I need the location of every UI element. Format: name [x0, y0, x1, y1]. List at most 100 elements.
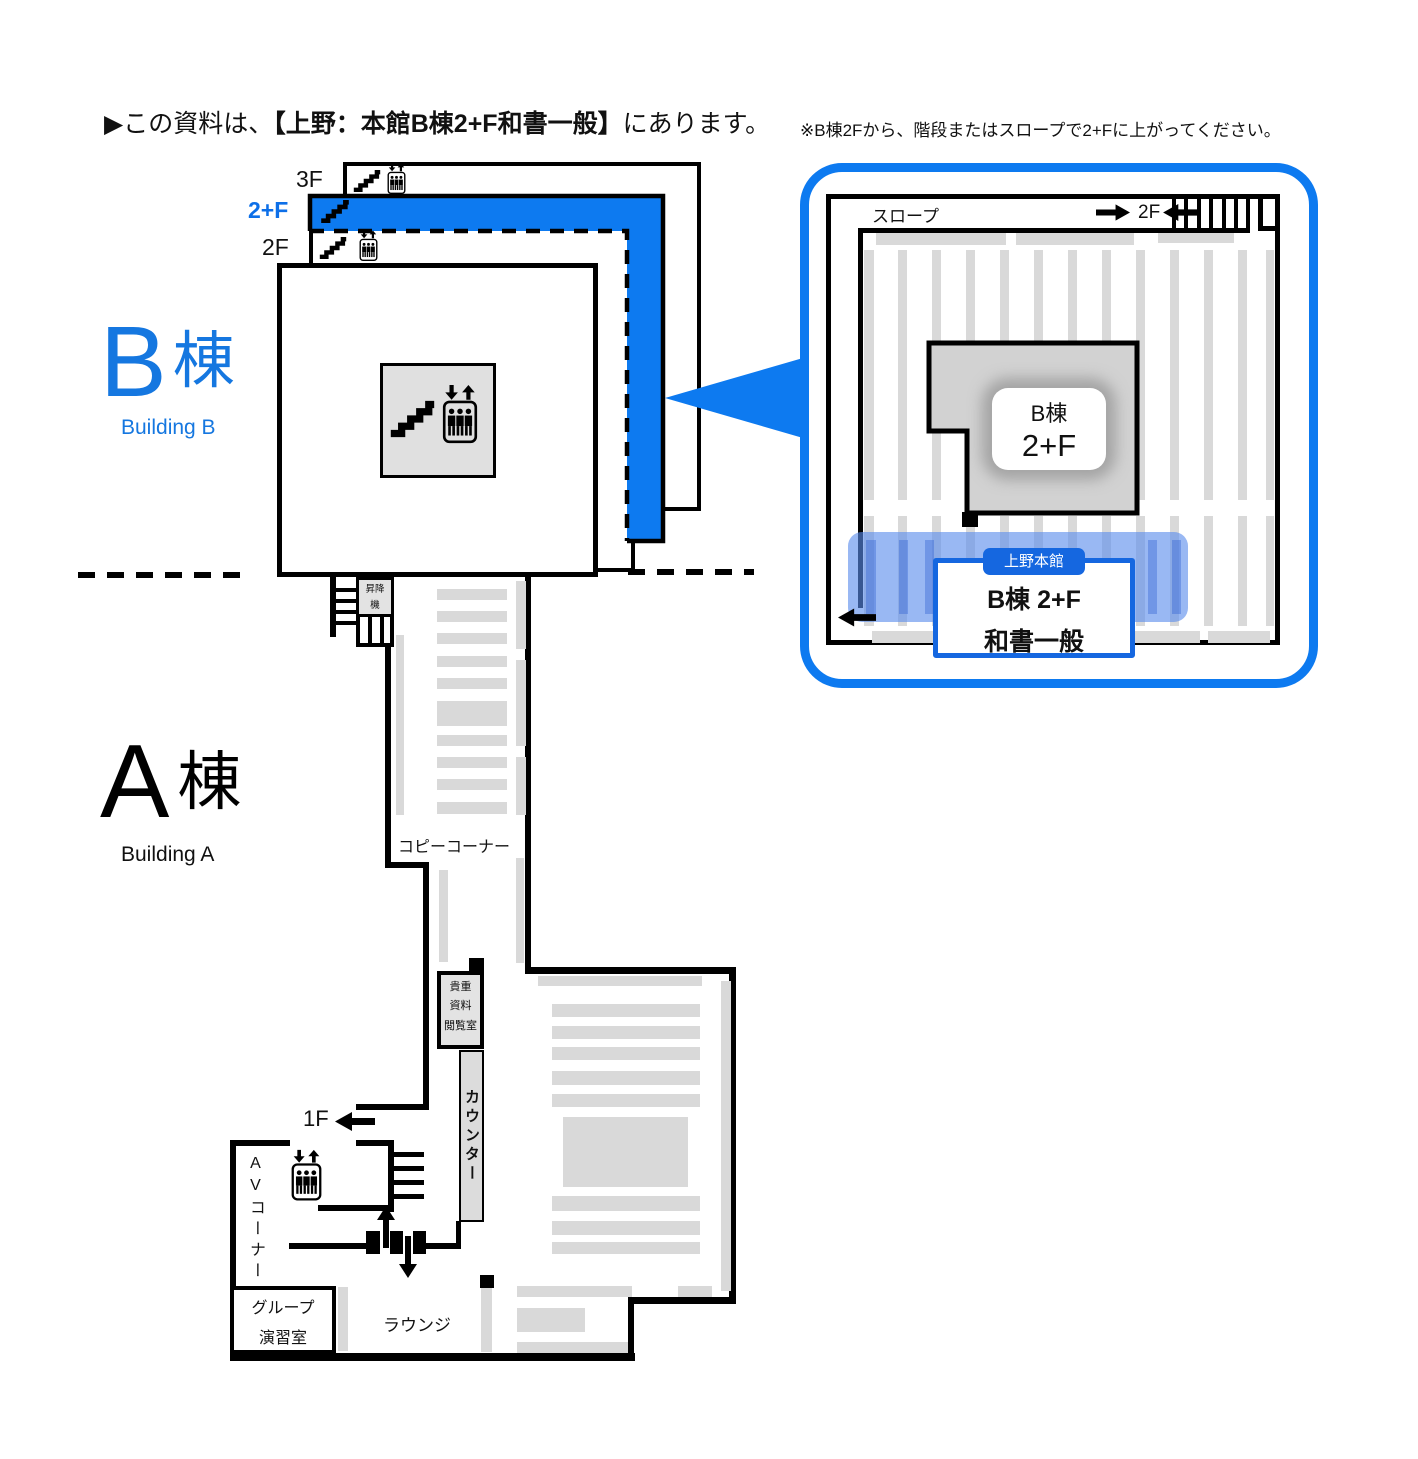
highlight-shelf	[899, 540, 908, 614]
bookshelf-bar	[517, 1342, 628, 1353]
elevator-icon	[291, 1149, 322, 1201]
highlight-shelf	[1148, 540, 1157, 614]
wall	[385, 862, 429, 868]
gate-post	[390, 1231, 403, 1254]
stairs-icon	[321, 200, 349, 223]
stair-tread	[394, 1194, 424, 1199]
pillar	[480, 1275, 494, 1288]
building-divider-dash	[628, 569, 754, 575]
hoist-cell	[356, 615, 394, 647]
floor-2plus-layer	[307, 193, 666, 544]
floor-1f-label: 1F	[303, 1106, 329, 1131]
wall	[230, 1353, 635, 1361]
bookshelf-bar	[1158, 232, 1234, 243]
bookshelf-bar	[1204, 516, 1213, 626]
bookshelf-bar	[396, 635, 404, 815]
building-divider-dash	[78, 572, 248, 578]
stair-tread	[1172, 198, 1176, 229]
stairs-icon	[353, 170, 381, 192]
highlight-shelf	[925, 540, 934, 614]
bookshelf-bar	[552, 1047, 700, 1060]
stair-tread	[394, 1180, 424, 1185]
detail-2f-label: 2F	[1138, 202, 1161, 223]
rare-room-line1: 貴重	[449, 981, 472, 993]
bookshelf-bar	[516, 757, 526, 815]
bookshelf-bar	[552, 1094, 700, 1107]
wall	[729, 967, 736, 1304]
arrow-left-icon	[838, 608, 876, 627]
bookshelf-bar	[437, 633, 507, 644]
bookshelf-bar	[439, 870, 448, 962]
bookshelf-bar	[517, 1286, 632, 1297]
group-study-room: グループ 演習室	[230, 1286, 336, 1354]
stair-tread	[1197, 198, 1201, 229]
group-room-line1: グループ	[251, 1300, 315, 1317]
wall	[858, 228, 1250, 233]
stairs-icon	[319, 237, 347, 259]
wall	[368, 615, 372, 645]
arrow-down-icon	[399, 1236, 417, 1278]
hoist-label-line2: 機	[370, 600, 380, 612]
bookshelf-bar	[552, 1071, 700, 1085]
hoist-label-line1: 昇降	[365, 584, 385, 595]
wall	[858, 228, 863, 608]
bookshelf-bar	[437, 611, 507, 622]
floor-2f-label: 2F	[262, 234, 289, 260]
bookshelf-bar	[876, 232, 1006, 245]
bookshelf-bar	[1208, 631, 1270, 643]
hoist-box: 昇降 機	[356, 577, 394, 617]
bookshelf-bar	[481, 1288, 492, 1352]
arrow-left-icon	[335, 1112, 375, 1131]
elevator-icon	[387, 163, 406, 195]
arrow-right-icon	[1096, 204, 1130, 221]
stair-tread	[334, 610, 358, 614]
header-suffix: にあります。	[622, 110, 771, 138]
building-b-kanji: 棟	[172, 327, 235, 396]
note-text: ※B棟2Fから、階段またはスロープで2+Fに上がってください。	[800, 121, 1281, 140]
bookshelf-bar	[552, 1221, 700, 1235]
building-b-subtitle: Building B	[121, 416, 216, 439]
wall	[356, 1104, 428, 1110]
bookshelf-bar	[552, 1196, 700, 1211]
bookshelf-bar	[338, 1287, 348, 1351]
header-text: ▶この資料は、【上野：本館B棟2+F和書一般】にあります。	[104, 104, 770, 140]
bookshelf-bar	[516, 858, 524, 963]
bookshelf-bar	[517, 1308, 585, 1332]
arrow-up-icon	[377, 1206, 395, 1248]
wall	[230, 1140, 236, 1361]
av-corner-label: AVコーナー	[247, 1155, 264, 1283]
lounge-label: ラウンジ	[383, 1316, 451, 1335]
bookshelf-bar	[437, 802, 507, 814]
wall	[356, 1140, 394, 1146]
wall	[525, 577, 531, 973]
bookshelf-bar	[1266, 516, 1274, 626]
building-a-subtitle: Building A	[121, 843, 215, 866]
bookshelf-bar	[898, 250, 907, 500]
wall	[1258, 226, 1278, 231]
stair-tread	[334, 599, 358, 603]
pillar	[962, 512, 978, 527]
wall	[230, 1140, 290, 1146]
bookshelf-bar	[437, 589, 507, 600]
bookshelf-bar	[1170, 250, 1179, 500]
stair-tread	[394, 1152, 424, 1157]
wall	[628, 1297, 634, 1359]
floor-2plus-label: 2+F	[248, 197, 289, 223]
callout-line2: 和書一般	[983, 628, 1084, 656]
bookshelf-bar	[437, 735, 507, 746]
table-block	[563, 1117, 688, 1187]
building-b-letter: B	[100, 306, 167, 418]
bookshelf-bar	[1136, 250, 1145, 500]
detail-core-line1: B棟	[1030, 401, 1068, 426]
wall	[385, 645, 391, 867]
detail-core-label-box: B棟 2+F	[992, 388, 1106, 470]
stair-tread	[334, 588, 358, 592]
wall	[426, 1243, 461, 1249]
detail-core-line2: 2+F	[1021, 428, 1077, 463]
bookshelf-bar	[1238, 250, 1247, 500]
bookshelf-bar	[721, 981, 731, 1291]
wall	[289, 1243, 367, 1249]
stair-tread	[1184, 198, 1188, 229]
wall	[456, 1221, 461, 1249]
